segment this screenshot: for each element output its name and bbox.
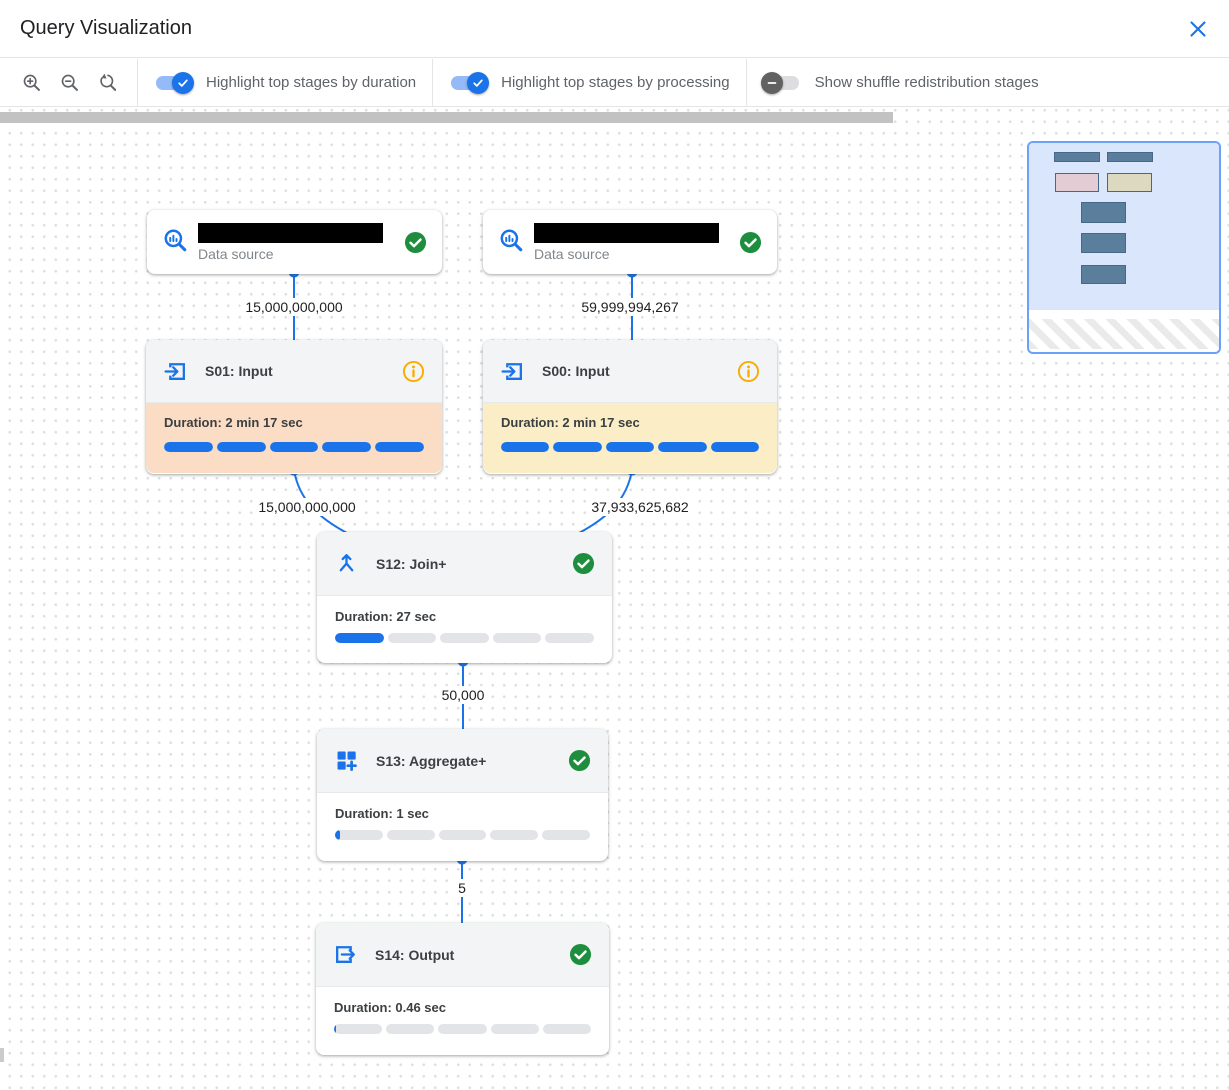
toolbar-divider xyxy=(137,58,138,107)
minimap-outside-area xyxy=(1029,319,1219,349)
stage-node-s12[interactable]: S12: Join+ Duration: 27 sec xyxy=(317,532,612,663)
minimap[interactable] xyxy=(1027,141,1221,354)
progress-bar xyxy=(501,442,760,452)
check-circle-icon xyxy=(739,231,762,254)
toggle-highlight-duration[interactable]: Highlight top stages by duration xyxy=(138,59,432,106)
minimap-node xyxy=(1054,152,1100,162)
toolbar: Highlight top stages by duration Highlig… xyxy=(0,58,1229,107)
toggle-show-shuffle[interactable]: Show shuffle redistribution stages xyxy=(747,59,1055,106)
edge-row-count: 37,933,625,682 xyxy=(586,498,694,516)
stage-node-s00[interactable]: S00: Input Duration: 2 min 17 sec xyxy=(483,340,777,474)
output-icon xyxy=(333,942,358,967)
minimap-node xyxy=(1081,265,1126,284)
graph-canvas[interactable]: 15,000,000,000 59,999,994,267 15,000,000… xyxy=(0,108,1229,1090)
minimap-node-highlight-duration xyxy=(1055,173,1099,192)
check-icon xyxy=(172,71,194,94)
bigquery-table-icon xyxy=(498,227,524,258)
progress-bar xyxy=(164,442,424,452)
edge-row-count: 50,000 xyxy=(436,686,490,704)
bigquery-table-icon xyxy=(162,227,188,258)
minimap-node-highlight-processing xyxy=(1107,173,1152,192)
stage-node-s01[interactable]: S01: Input Duration: 2 min 17 sec xyxy=(146,340,442,474)
input-icon xyxy=(500,359,525,384)
stage-node-s13[interactable]: S13: Aggregate+ Duration: 1 sec xyxy=(317,729,608,861)
progress-bar xyxy=(334,1024,592,1034)
stage-title: S00: Input xyxy=(542,363,610,379)
minus-icon xyxy=(760,71,783,94)
stage-title: S01: Input xyxy=(205,363,273,379)
stage-duration: Duration: 0.46 sec xyxy=(334,1000,446,1015)
check-circle-icon xyxy=(572,552,595,575)
toggle-label: Highlight top stages by duration xyxy=(206,74,417,91)
toggle-highlight-processing[interactable]: Highlight top stages by processing xyxy=(433,59,745,106)
datasource-label: Data source xyxy=(198,245,274,262)
edge-row-count: 15,000,000,000 xyxy=(240,298,348,316)
stage-duration: Duration: 27 sec xyxy=(335,609,437,624)
toggle-label: Show shuffle redistribution stages xyxy=(814,74,1039,91)
minimap-viewport xyxy=(1029,143,1219,310)
toggle-off-switch[interactable] xyxy=(760,71,801,94)
zoom-reset-icon[interactable] xyxy=(96,71,120,95)
redacted-table-name xyxy=(534,222,719,243)
toolbar-divider xyxy=(745,58,747,107)
check-circle-icon xyxy=(568,749,591,772)
check-circle-icon xyxy=(404,231,427,254)
input-icon xyxy=(163,359,188,384)
info-icon[interactable] xyxy=(402,360,425,383)
datasource-label: Data source xyxy=(534,245,610,262)
edge-row-count: 5 xyxy=(453,879,471,897)
zoom-out-icon[interactable] xyxy=(58,71,82,95)
dialog-header: Query Visualization xyxy=(0,0,1229,58)
info-icon[interactable] xyxy=(737,360,760,383)
datasource-node-2[interactable]: Data source xyxy=(483,210,777,274)
redacted-table-name xyxy=(198,222,383,243)
check-circle-icon xyxy=(569,943,592,966)
datasource-node-1[interactable]: Data source xyxy=(147,210,442,274)
stage-title: S14: Output xyxy=(375,946,455,963)
progress-bar xyxy=(335,830,590,840)
aggregate-icon xyxy=(334,748,359,773)
stage-duration: Duration: 2 min 17 sec xyxy=(164,415,303,430)
minimap-node xyxy=(1081,233,1126,253)
minimap-node xyxy=(1081,202,1126,223)
vertical-scrollbar[interactable] xyxy=(0,1048,4,1062)
check-icon xyxy=(467,71,490,94)
minimap-node xyxy=(1107,152,1153,162)
zoom-in-icon[interactable] xyxy=(20,71,44,95)
horizontal-scrollbar[interactable] xyxy=(0,112,893,123)
stage-duration: Duration: 2 min 17 sec xyxy=(501,415,640,430)
progress-bar xyxy=(335,633,594,643)
zoom-controls xyxy=(0,71,137,95)
stage-title: S12: Join+ xyxy=(376,555,447,572)
join-icon xyxy=(334,551,359,576)
toggle-label: Highlight top stages by processing xyxy=(501,74,730,91)
toolbar-divider xyxy=(432,58,434,107)
stage-node-s14[interactable]: S14: Output Duration: 0.46 sec xyxy=(316,923,609,1055)
toggle-on-switch[interactable] xyxy=(449,71,490,94)
toggle-on-switch[interactable] xyxy=(154,71,194,94)
edge-row-count: 15,000,000,000 xyxy=(253,498,361,516)
edge-row-count: 59,999,994,267 xyxy=(576,298,684,316)
close-icon[interactable] xyxy=(1187,18,1209,40)
page-title: Query Visualization xyxy=(20,17,192,39)
stage-duration: Duration: 1 sec xyxy=(335,806,429,821)
stage-title: S13: Aggregate+ xyxy=(376,752,487,769)
